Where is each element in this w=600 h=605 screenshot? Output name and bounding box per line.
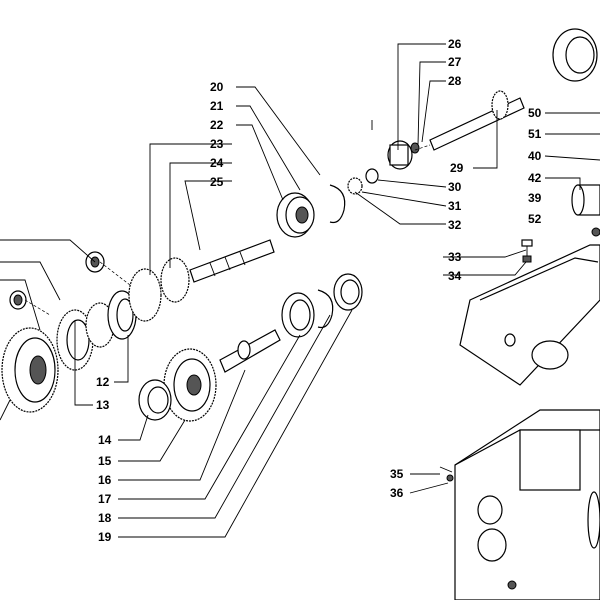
pin-52 — [591, 227, 600, 237]
circlip-20 — [329, 184, 346, 224]
callout-17: 17 — [98, 492, 112, 506]
callout-18: 18 — [98, 511, 112, 525]
bearing-21 — [276, 192, 315, 238]
callout-26: 26 — [448, 37, 462, 51]
callout-labels: 20 21 22 23 24 25 26 27 28 29 30 31 32 3… — [96, 37, 542, 544]
callout-19: 19 — [98, 530, 112, 544]
callout-24: 24 — [210, 156, 224, 170]
callout-27: 27 — [448, 55, 462, 69]
bearing-17 — [281, 292, 315, 338]
callout-34: 34 — [448, 269, 462, 283]
gearbox-housing — [454, 409, 600, 601]
sleeve-27 — [387, 140, 413, 170]
part-30-31 — [347, 168, 379, 195]
callout-15: 15 — [98, 454, 112, 468]
callout-22: 22 — [210, 118, 224, 132]
callout-40: 40 — [528, 149, 542, 163]
gear-15 — [163, 348, 217, 422]
shaft-25 — [189, 239, 275, 283]
left-gear-assembly — [1, 251, 190, 413]
callout-52: 52 — [528, 212, 542, 226]
callout-29: 29 — [450, 161, 464, 175]
callout-42: 42 — [528, 171, 542, 185]
ring-50 — [552, 28, 598, 82]
shaft-29 — [429, 90, 525, 151]
bearing-14 — [138, 379, 172, 421]
bolt-33 — [521, 239, 533, 263]
shaft-16 — [219, 329, 281, 373]
cover-plate — [459, 244, 600, 386]
callout-33: 33 — [448, 250, 462, 264]
callout-30: 30 — [448, 180, 462, 194]
bushing-39 — [571, 184, 600, 216]
callout-36: 36 — [390, 486, 404, 500]
callout-28: 28 — [448, 74, 462, 88]
callout-35: 35 — [390, 467, 404, 481]
callout-50: 50 — [528, 106, 542, 120]
screw-35 — [439, 466, 454, 482]
callout-12: 12 — [96, 375, 110, 389]
callout-32: 32 — [448, 218, 462, 232]
callout-14: 14 — [98, 433, 112, 447]
leader-lines — [0, 43, 600, 538]
callout-25: 25 — [210, 175, 224, 189]
callout-13: 13 — [96, 398, 110, 412]
callout-16: 16 — [98, 473, 112, 487]
seal-19 — [333, 273, 363, 311]
callout-21: 21 — [210, 99, 224, 113]
callout-39: 39 — [528, 191, 542, 205]
circlip-18 — [317, 289, 334, 329]
callout-51: 51 — [528, 127, 542, 141]
callout-23: 23 — [210, 137, 224, 151]
pin-28 — [410, 142, 420, 154]
callout-20: 20 — [210, 80, 224, 94]
callout-31: 31 — [448, 199, 462, 213]
